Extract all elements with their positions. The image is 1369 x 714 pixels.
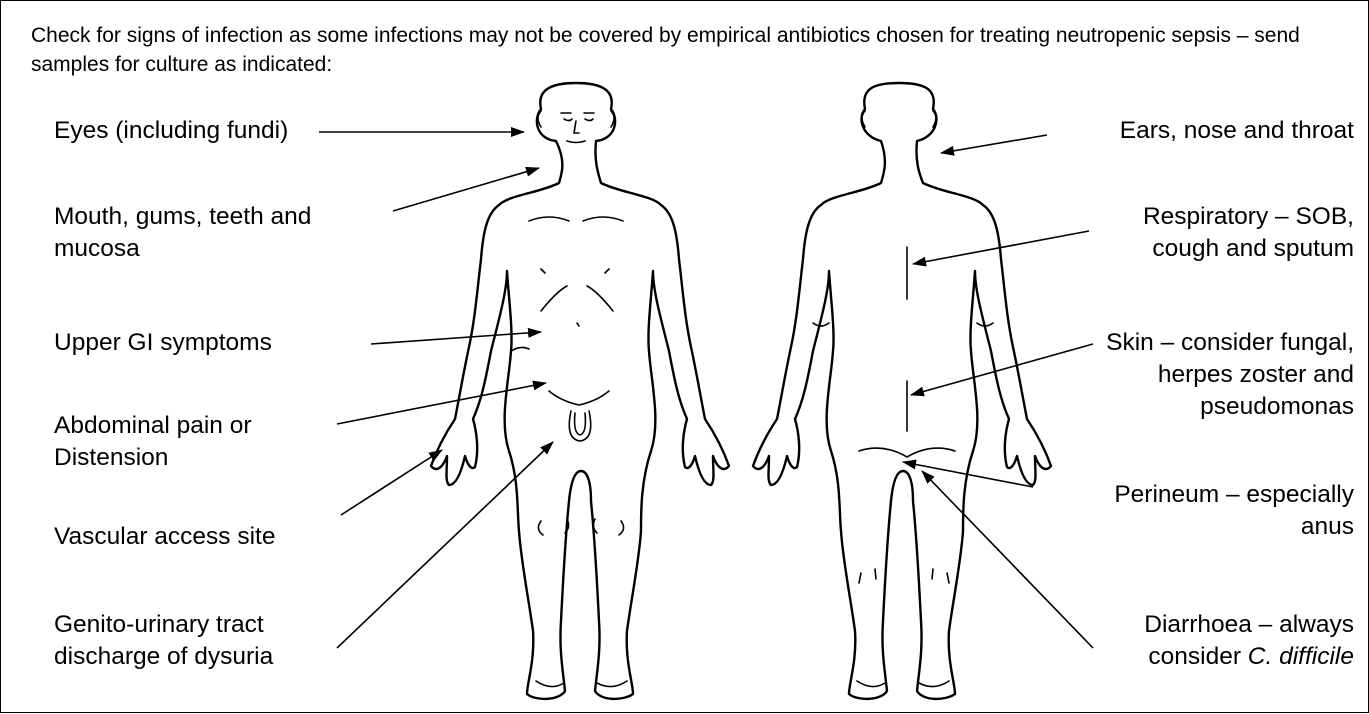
arrow-vascular: [341, 450, 442, 515]
back-figure: [753, 83, 1051, 699]
label-mouth: Mouth, gums, teeth and mucosa: [54, 201, 311, 265]
back-arrows: [903, 135, 1093, 648]
label-eyes: Eyes (including fundi): [54, 115, 288, 147]
front-figure: [431, 83, 729, 699]
arrow-ent: [941, 135, 1047, 153]
c-difficile-italic: C. difficile: [1248, 643, 1354, 670]
arrow-abdominal: [337, 383, 546, 424]
arrow-skin: [911, 344, 1093, 395]
label-perineum: Perineum – especially anus: [1114, 479, 1354, 543]
label-upper-gi: Upper GI symptoms: [54, 327, 272, 359]
arrow-upper-gi: [371, 332, 541, 344]
label-ent: Ears, nose and throat: [1120, 115, 1354, 147]
label-vascular: Vascular access site: [54, 521, 276, 553]
arrow-diarrhoea: [922, 471, 1093, 648]
label-skin: Skin – consider fungal, herpes zoster an…: [1106, 327, 1354, 423]
label-respiratory: Respiratory – SOB, cough and sputum: [1143, 201, 1354, 265]
label-genito: Genito-urinary tract discharge of dysuri…: [54, 609, 273, 673]
label-diarrhoea: Diarrhoea – always consider C. difficile: [1144, 609, 1354, 673]
front-arrows: [319, 132, 553, 648]
arrow-mouth: [393, 168, 539, 211]
label-abdominal: Abdominal pain or Distension: [54, 410, 251, 474]
